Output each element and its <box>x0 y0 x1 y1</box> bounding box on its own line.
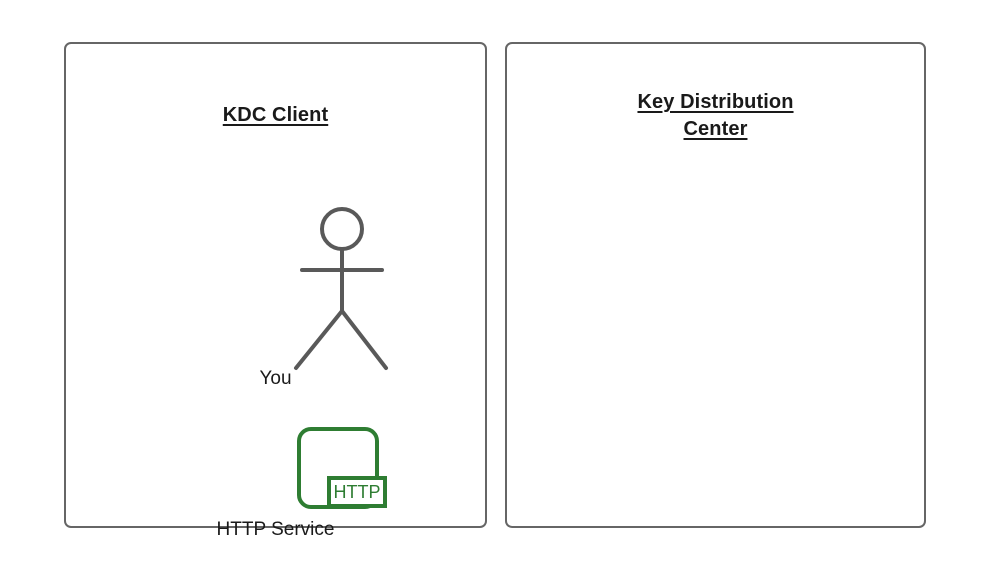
panel-key-distribution-center: Key Distribution Center Authentication S… <box>505 42 926 528</box>
panel-title-kdc: Key Distribution Center <box>577 89 854 143</box>
panel-title-kdc-line1: Key Distribution <box>637 91 794 113</box>
panel-kdc-client: KDC Client You HTTP HTTP Servic <box>64 42 487 540</box>
panel-title-kdc-line2: Center <box>683 118 748 140</box>
service-label-http: HTTP Service <box>216 519 335 540</box>
svg-text:HTTP: HTTP <box>334 482 381 502</box>
http-service-icon: HTTP <box>296 426 388 510</box>
actor-label-you: You <box>259 368 292 389</box>
panel-title-kdc-client: KDC Client <box>222 104 329 126</box>
stick-figure-icon <box>278 199 406 379</box>
